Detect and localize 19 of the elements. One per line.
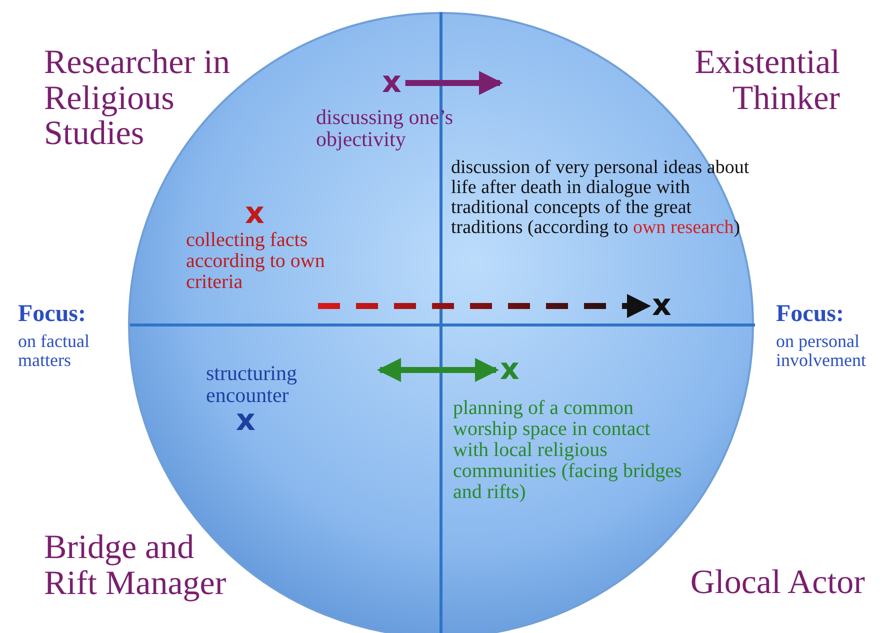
x-mark: x — [245, 198, 264, 230]
axis-title: Focus: — [776, 302, 844, 328]
x-mark: x — [650, 291, 674, 321]
axis-title: Focus: — [18, 302, 86, 328]
role-title: Researcher in Religious Studies — [44, 45, 231, 152]
arrow — [318, 294, 651, 318]
role-title: Glocal Actor — [689, 565, 865, 601]
axis-description: on personal involvement — [776, 332, 867, 370]
role-title: Bridge and Rift Manager — [44, 530, 228, 602]
description-text: collecting facts according to own criteria — [186, 230, 326, 293]
description-text: planning of a common worship space in contact with local religious communities (facing bridges and rifts) — [453, 398, 683, 503]
arrow — [405, 71, 503, 95]
arrow — [377, 358, 499, 382]
x-mark: x — [380, 68, 404, 98]
description-text: structuring encounter — [206, 362, 298, 406]
axis-description: on factual matters — [18, 332, 90, 370]
x-mark: x — [236, 405, 256, 436]
x-mark: x — [498, 355, 522, 385]
role-title: Existential Thinker — [694, 45, 840, 116]
